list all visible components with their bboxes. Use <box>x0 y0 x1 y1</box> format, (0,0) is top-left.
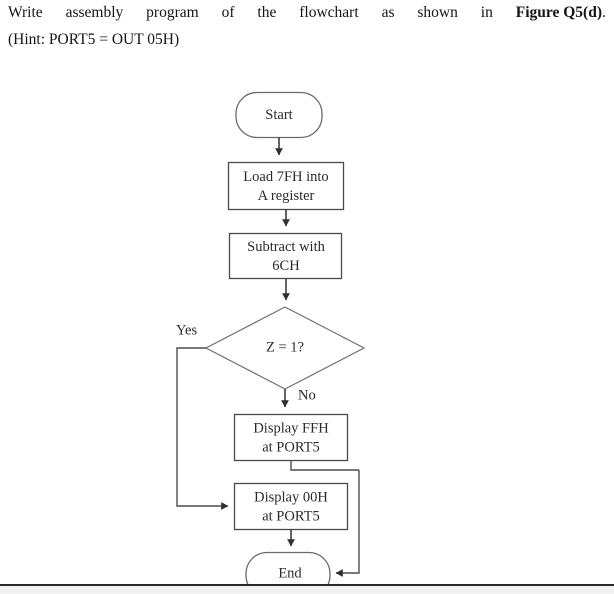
question-word-of: of <box>221 4 235 21</box>
connector-ffh-to-end <box>335 470 360 577</box>
question-text-block: Write assembly program of the flowchart … <box>8 0 608 52</box>
display-ffh-shape <box>233 413 349 462</box>
decision-label: Z = 1? <box>266 339 304 355</box>
display-00h-label-line2: at PORT5 <box>262 508 320 524</box>
subtract-label-line1: Subtract with <box>247 239 325 255</box>
page-footer-band <box>0 586 614 594</box>
subtract-shape <box>228 232 343 280</box>
page-bottom-rule <box>0 584 614 586</box>
node-subtract: Subtract with 6CH <box>228 232 343 280</box>
figure-reference-period: . <box>602 4 606 21</box>
question-word-in: in <box>480 4 493 21</box>
question-word-as: as <box>381 4 395 21</box>
question-line-1: Write assembly program of the flowchart … <box>8 0 606 25</box>
start-label: Start <box>265 107 292 123</box>
subtract-label-line2: 6CH <box>272 258 300 274</box>
node-start: Start <box>235 91 323 139</box>
node-display-ffh: Display FFH at PORT5 <box>233 413 349 462</box>
display-ffh-label-line2: at PORT5 <box>262 439 320 455</box>
display-00h-label-line1: Display 00H <box>254 489 328 505</box>
question-word-the: the <box>257 4 277 21</box>
load-label-line1: Load 7FH into <box>243 169 328 185</box>
question-word-program: program <box>146 4 199 21</box>
node-display-00h: Display 00H at PORT5 <box>233 482 349 531</box>
display-ffh-label-line1: Display FFH <box>253 420 329 436</box>
node-decision: Z = 1? <box>204 306 366 390</box>
branch-label-yes: Yes <box>176 322 197 338</box>
connector-yes-branch <box>176 347 229 510</box>
question-word-flowchart: flowchart <box>299 4 359 21</box>
connector-ffh-bottom-stub <box>290 460 359 471</box>
load-label-line2: A register <box>258 188 315 204</box>
question-hint-line: (Hint: PORT5 = OUT 05H) <box>8 31 180 48</box>
question-word-shown: shown <box>417 4 458 21</box>
figure-reference-bold: Figure Q5(d) <box>515 4 602 21</box>
node-end: End <box>245 551 331 594</box>
end-shape <box>245 551 331 594</box>
end-label: End <box>278 565 302 581</box>
display-00h-shape <box>233 482 349 531</box>
question-word-assembly: assembly <box>65 4 124 21</box>
node-load: Load 7FH into A register <box>227 161 345 211</box>
question-word-write: Write <box>8 4 43 21</box>
figure-reference: Figure Q5(d). <box>516 0 606 25</box>
load-shape <box>227 161 345 211</box>
branch-label-no: No <box>298 387 316 403</box>
